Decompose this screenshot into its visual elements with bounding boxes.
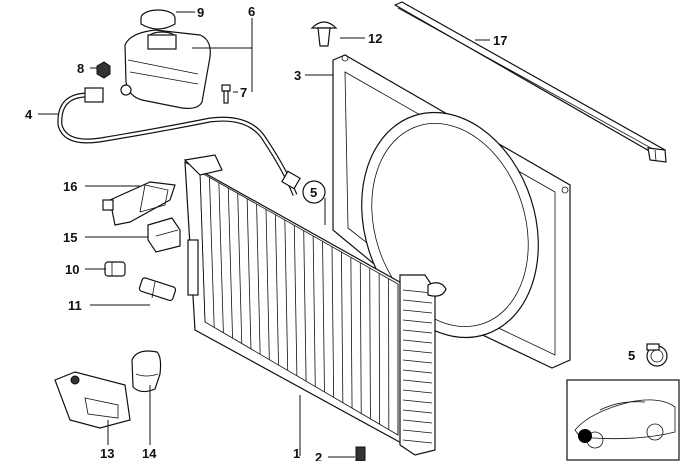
radiator-fin xyxy=(369,267,371,419)
tank-rib xyxy=(402,409,433,414)
part-15-connector xyxy=(147,217,181,253)
part-1-radiator xyxy=(183,154,447,456)
leader-lines xyxy=(38,11,490,458)
tank-rib xyxy=(402,379,433,384)
inset-callout-5: 5 xyxy=(628,348,635,363)
callout-8: 8 xyxy=(77,61,84,76)
radiator-fin xyxy=(199,171,206,323)
radiator-fin xyxy=(227,187,233,339)
callout-2: 2 xyxy=(315,450,322,461)
part-13-mount xyxy=(54,371,131,429)
radiator-fin xyxy=(265,209,270,360)
radiator-fin xyxy=(322,241,325,392)
radiator-fin xyxy=(350,257,353,409)
inset-car-locator xyxy=(566,379,680,461)
tank-rib xyxy=(402,319,433,324)
tank-rib xyxy=(402,399,433,404)
radiator-fin xyxy=(275,214,279,366)
part-7-bolt xyxy=(221,84,231,104)
radiator-fin xyxy=(256,203,261,355)
part-9-cap xyxy=(140,9,176,30)
radiator-fin xyxy=(359,262,362,414)
tank-rib xyxy=(402,439,433,444)
tank-rib xyxy=(402,369,433,374)
callout-5: 5 xyxy=(310,185,317,200)
callout-5-circle xyxy=(302,180,326,204)
tank-rib xyxy=(402,349,433,354)
part-2-drain-plug xyxy=(355,446,366,461)
part-16-bracket xyxy=(102,181,176,226)
tank-rib xyxy=(402,419,433,424)
radiator-fin xyxy=(293,225,298,376)
radiator-fin xyxy=(331,246,335,398)
radiator-fin xyxy=(312,235,316,387)
tank-rib xyxy=(402,309,433,314)
part-10-plug xyxy=(104,261,126,277)
radiator-fin xyxy=(341,251,344,403)
locator-dot xyxy=(578,429,592,443)
tank-rib xyxy=(402,429,433,434)
radiator-fin xyxy=(246,198,252,349)
part-11-temperature-switch xyxy=(138,277,177,302)
callout-10: 10 xyxy=(65,262,79,277)
part-6-expansion-tank xyxy=(120,29,211,109)
radiator-fin xyxy=(303,230,307,382)
tank-rib xyxy=(402,289,433,294)
radiator-fin xyxy=(284,219,289,371)
radiator-fin xyxy=(218,182,224,333)
part-4-hose xyxy=(57,87,301,196)
tank-rib xyxy=(402,359,433,364)
callout-6: 6 xyxy=(248,4,255,19)
tank-rib xyxy=(402,329,433,334)
callout-12: 12 xyxy=(368,31,382,46)
callout-13: 13 xyxy=(100,446,114,461)
callout-3: 3 xyxy=(294,68,301,83)
callout-9: 9 xyxy=(197,5,204,20)
radiator-fin xyxy=(237,193,243,344)
tank-rib xyxy=(402,389,433,394)
callout-14: 14 xyxy=(142,446,157,461)
tank-ribs xyxy=(402,289,433,444)
part-14-rubber-mount xyxy=(131,350,162,393)
callout-11: 11 xyxy=(68,298,82,313)
callout-4: 4 xyxy=(25,107,33,122)
callout-15: 15 xyxy=(63,230,77,245)
part-8-nut xyxy=(96,61,111,79)
callout-16: 16 xyxy=(63,179,77,194)
part-17-sealing-strip xyxy=(393,1,667,163)
callout-17: 17 xyxy=(493,33,507,48)
inset-hose-clamp xyxy=(646,343,668,367)
radiator-fin xyxy=(209,177,215,328)
tank-rib xyxy=(402,299,433,304)
callout-labels: 1 2 3 4 5 6 7 8 9 10 11 12 13 14 15 16 1… xyxy=(25,4,635,461)
callout-7: 7 xyxy=(240,85,247,100)
callout-1: 1 xyxy=(293,446,300,461)
tank-rib xyxy=(402,339,433,344)
part-12-push-rivet xyxy=(310,21,338,47)
radiator-fins xyxy=(199,171,399,435)
